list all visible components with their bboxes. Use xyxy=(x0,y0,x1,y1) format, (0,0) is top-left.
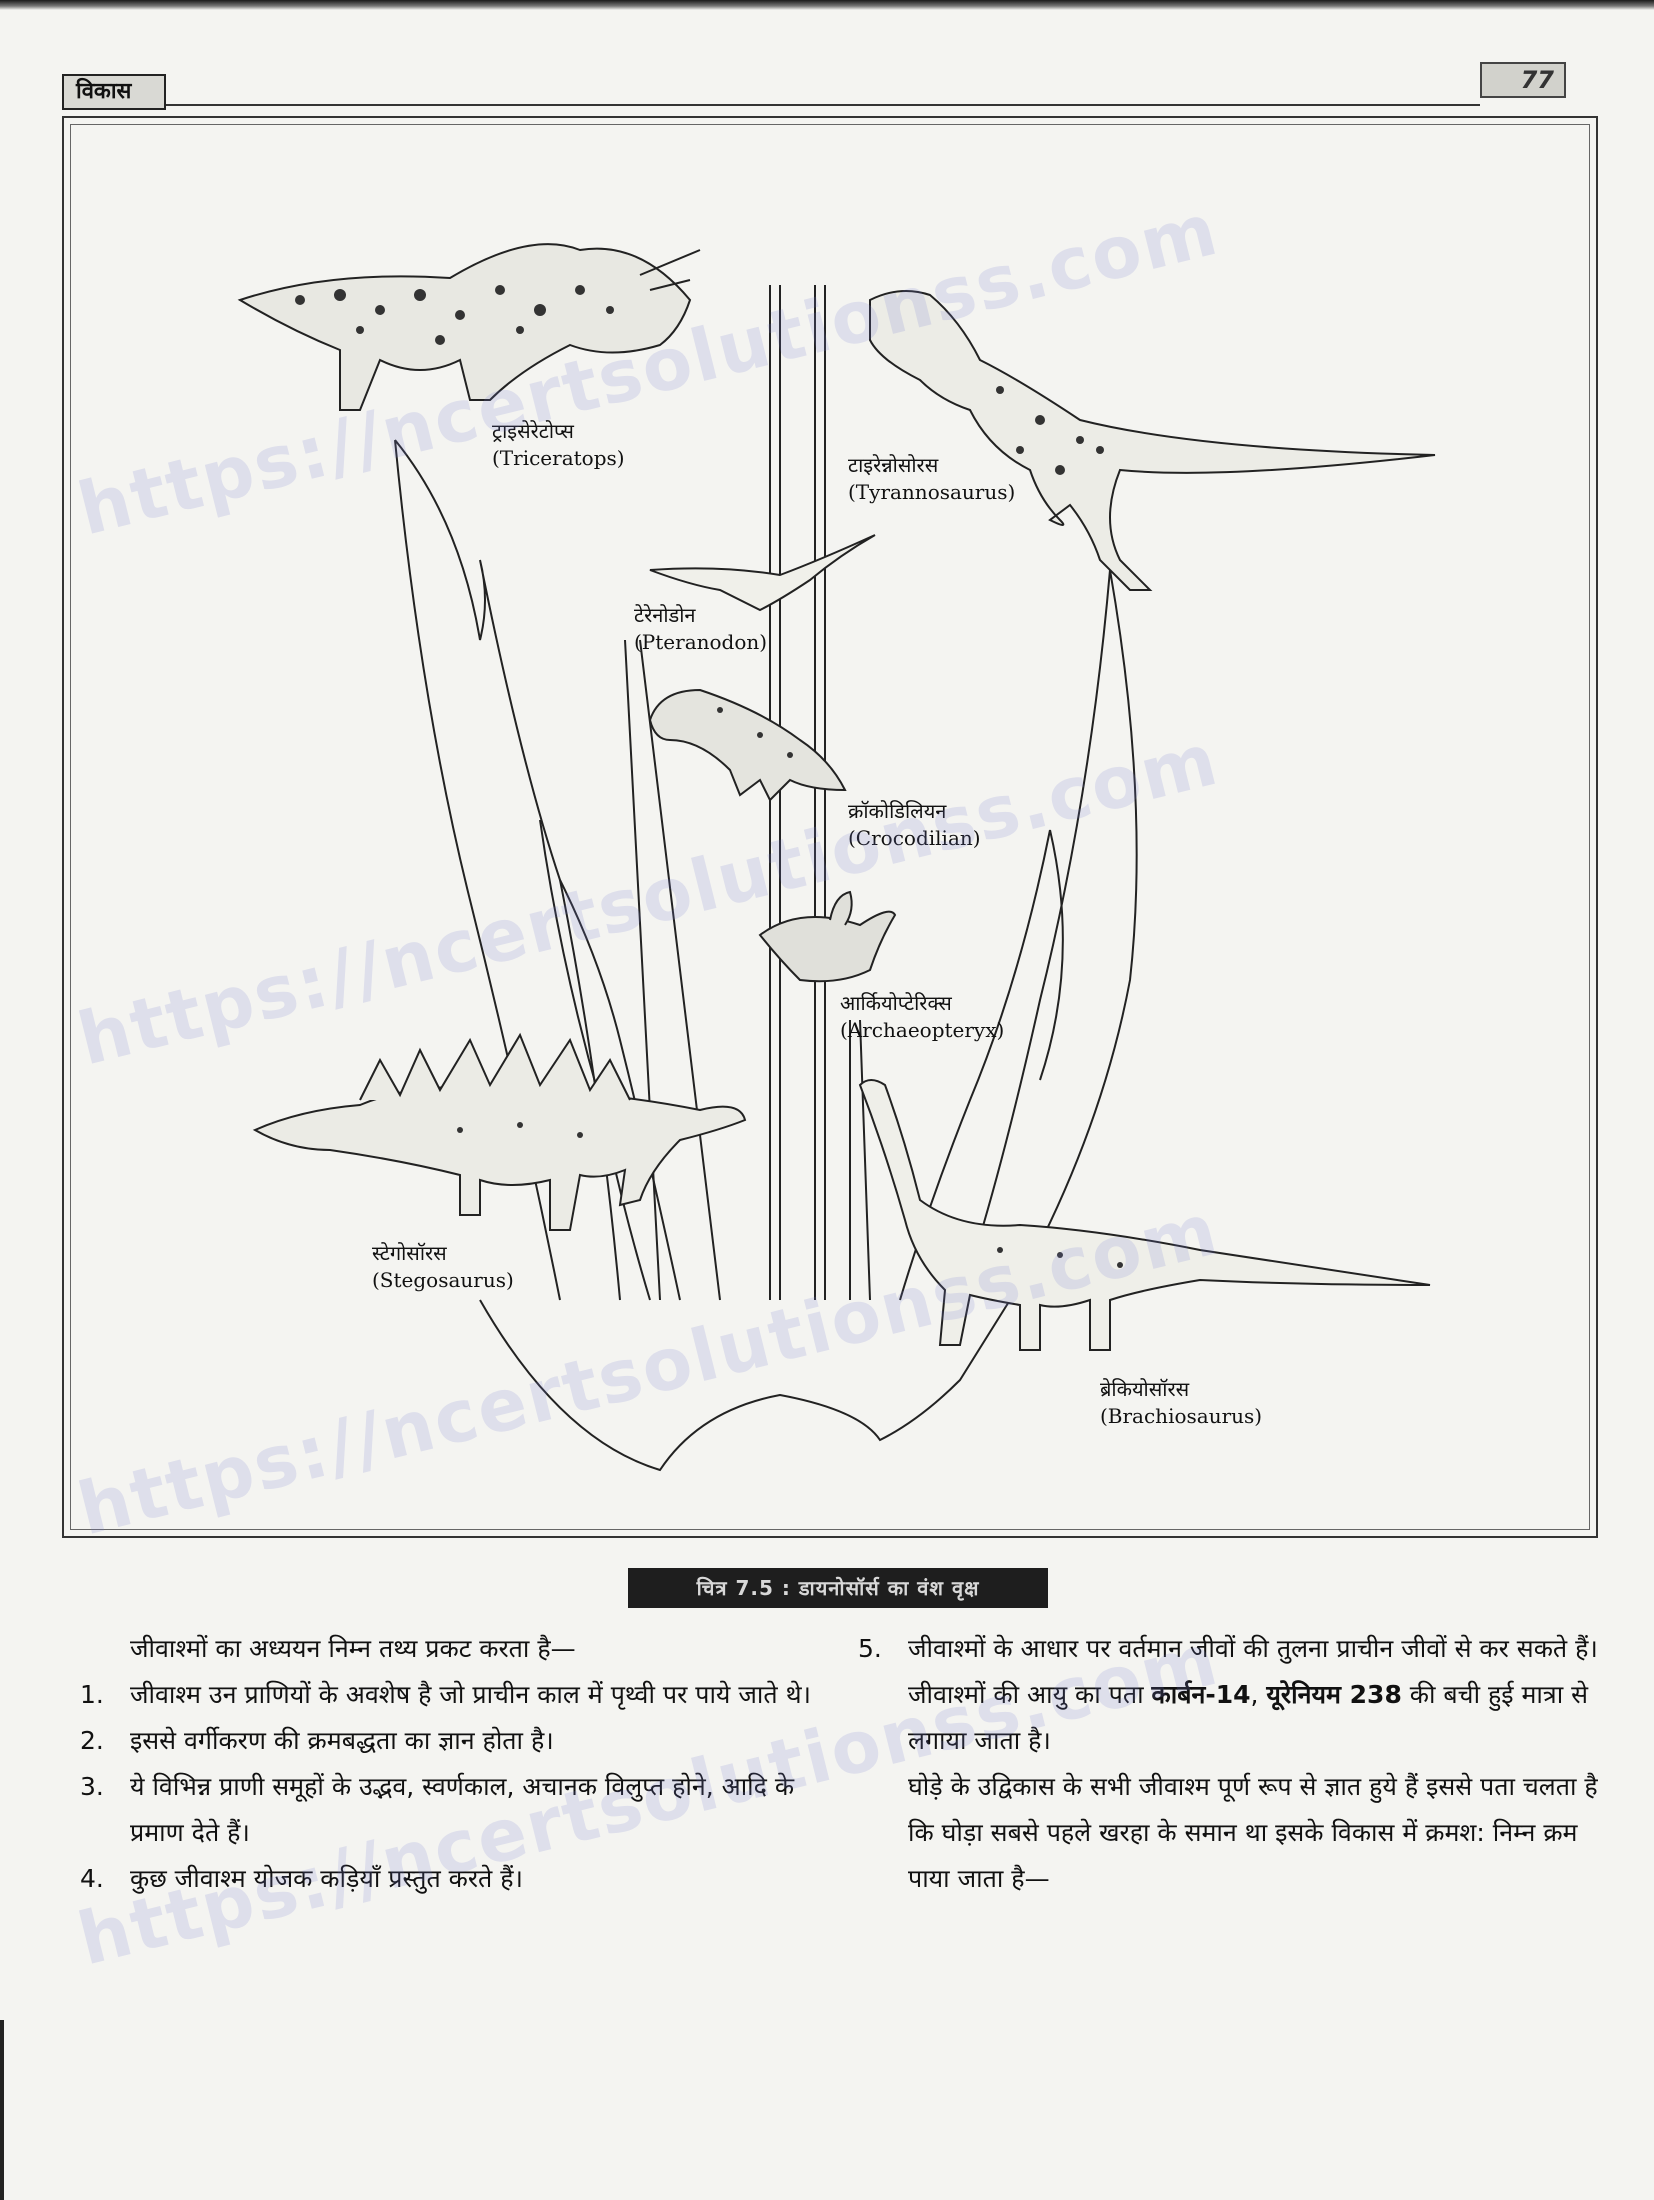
label-stegosaurus-english: (Stegosaurus) xyxy=(372,1268,514,1292)
label-brachiosaurus: ब्रेकियोसॉरस (Brachiosaurus) xyxy=(1100,1376,1262,1430)
list-item: 5. जीवाश्मों के आधार पर वर्तमान जीवों की… xyxy=(858,1626,1598,1672)
fossil-age-text-pre: जीवाश्मों की आयु का पता xyxy=(908,1680,1152,1709)
list-item: 2. इससे वर्गीकरण की क्रमबद्धता का ज्ञान … xyxy=(80,1718,840,1764)
carbon-14-term: कार्बन-14 xyxy=(1151,1680,1251,1709)
page-number: 77 xyxy=(1480,62,1566,98)
crocodilian-illustration xyxy=(648,688,847,802)
label-pteranodon-hindi: टेरेनोडोन xyxy=(634,603,696,627)
pteranodon-illustration xyxy=(649,534,876,612)
label-triceratops-hindi: ट्राइसेरेटोप्स xyxy=(492,419,574,443)
list-item: 4. कुछ जीवाश्म योजक कड़ियाँ प्रस्तुत करत… xyxy=(80,1856,840,1902)
label-triceratops-english: (Triceratops) xyxy=(492,446,625,470)
tyrannosaurus-illustration xyxy=(869,290,1436,591)
label-crocodilian: क्रॉकोडिलियन (Crocodilian) xyxy=(848,798,981,852)
chapter-tab: विकास xyxy=(62,74,166,110)
left-column: जीवाश्मों का अध्ययन निम्न तथ्य प्रकट करत… xyxy=(80,1626,840,1902)
list-item-number: 4. xyxy=(80,1864,104,1893)
list-item-text: ये विभिन्न प्राणी समूहों के उद्भव, स्वर्… xyxy=(130,1772,795,1847)
fossil-age-text-post: की बची हुई मात्रा से लगाया जाता है। xyxy=(908,1680,1589,1755)
list-item-text: इससे वर्गीकरण की क्रमबद्धता का ज्ञान होत… xyxy=(130,1726,554,1755)
label-stegosaurus: स्टेगोसॉरस (Stegosaurus) xyxy=(372,1240,514,1294)
scan-edge xyxy=(0,0,1654,10)
branch-pteranodon xyxy=(624,639,721,1301)
list-item: 1. जीवाश्म उन प्राणियों के अवशेष है जो प… xyxy=(80,1672,840,1718)
scan-left-edge xyxy=(0,2020,4,2200)
list-item-number: 2. xyxy=(80,1726,104,1755)
figure-caption: चित्र 7.5 : डायनोसॉर्स का वंश वृक्ष xyxy=(628,1568,1048,1608)
dinosaur-family-tree-illustration xyxy=(237,243,1436,1472)
figure-frame xyxy=(62,116,1598,1538)
branch-tyrannosaurus xyxy=(959,569,1138,1301)
list-item-text: जीवाश्मों के आधार पर वर्तमान जीवों की तु… xyxy=(908,1634,1598,1663)
label-tyrannosaurus: टाइरेन्नोसोरस (Tyrannosaurus) xyxy=(848,452,1015,506)
branch-archaeopteryx xyxy=(849,1019,871,1301)
list-item-text: जीवाश्म उन प्राणियों के अवशेष है जो प्रा… xyxy=(130,1680,812,1709)
figure-inner-border xyxy=(70,124,1590,1530)
horse-evolution-paragraph: घोड़े के उद्विकास के सभी जीवाश्म पूर्ण र… xyxy=(908,1772,1598,1893)
label-crocodilian-english: (Crocodilian) xyxy=(848,826,981,850)
uranium-238-term: यूरेनियम 238 xyxy=(1266,1680,1402,1709)
intro-text: जीवाश्मों का अध्ययन निम्न तथ्य प्रकट करत… xyxy=(130,1634,576,1663)
label-archaeopteryx-english: (Archaeopteryx) xyxy=(840,1018,1005,1042)
list-item-number: 1. xyxy=(80,1680,104,1709)
right-column: 5. जीवाश्मों के आधार पर वर्तमान जीवों की… xyxy=(858,1626,1598,1902)
label-triceratops: ट्राइसेरेटोप्स (Triceratops) xyxy=(492,418,625,472)
archaeopteryx-illustration xyxy=(758,890,897,983)
label-brachiosaurus-hindi: ब्रेकियोसॉरस xyxy=(1100,1377,1190,1401)
header-rule xyxy=(166,104,1480,106)
label-stegosaurus-hindi: स्टेगोसॉरस xyxy=(372,1241,447,1265)
label-pteranodon: टेरेनोडोन (Pteranodon) xyxy=(634,602,767,656)
list-item-number: 3. xyxy=(80,1772,104,1801)
triceratops-illustration xyxy=(237,243,701,411)
brachiosaurus-illustration xyxy=(858,1079,1431,1351)
list-item: 3. ये विभिन्न प्राणी समूहों के उद्भव, स्… xyxy=(80,1764,840,1856)
label-archaeopteryx-hindi: आर्कियोप्टेरिक्स xyxy=(840,991,952,1015)
fossil-age-paragraph: जीवाश्मों की आयु का पता कार्बन-14, यूरेन… xyxy=(858,1672,1598,1764)
label-tyrannosaurus-english: (Tyrannosaurus) xyxy=(848,480,1016,504)
list-item-number: 5. xyxy=(858,1634,882,1663)
label-archaeopteryx: आर्कियोप्टेरिक्स (Archaeopteryx) xyxy=(840,990,1004,1044)
tree-base-arc xyxy=(479,1299,1011,1472)
label-brachiosaurus-english: (Brachiosaurus) xyxy=(1100,1404,1263,1428)
fossil-age-text-mid: , xyxy=(1250,1680,1267,1709)
stegosaurus-illustration xyxy=(252,1032,747,1231)
list-item-text: कुछ जीवाश्म योजक कड़ियाँ प्रस्तुत करते ह… xyxy=(130,1864,524,1893)
label-crocodilian-hindi: क्रॉकोडिलियन xyxy=(848,799,947,823)
label-pteranodon-english: (Pteranodon) xyxy=(634,630,768,654)
label-tyrannosaurus-hindi: टाइरेन्नोसोरस xyxy=(848,453,939,477)
